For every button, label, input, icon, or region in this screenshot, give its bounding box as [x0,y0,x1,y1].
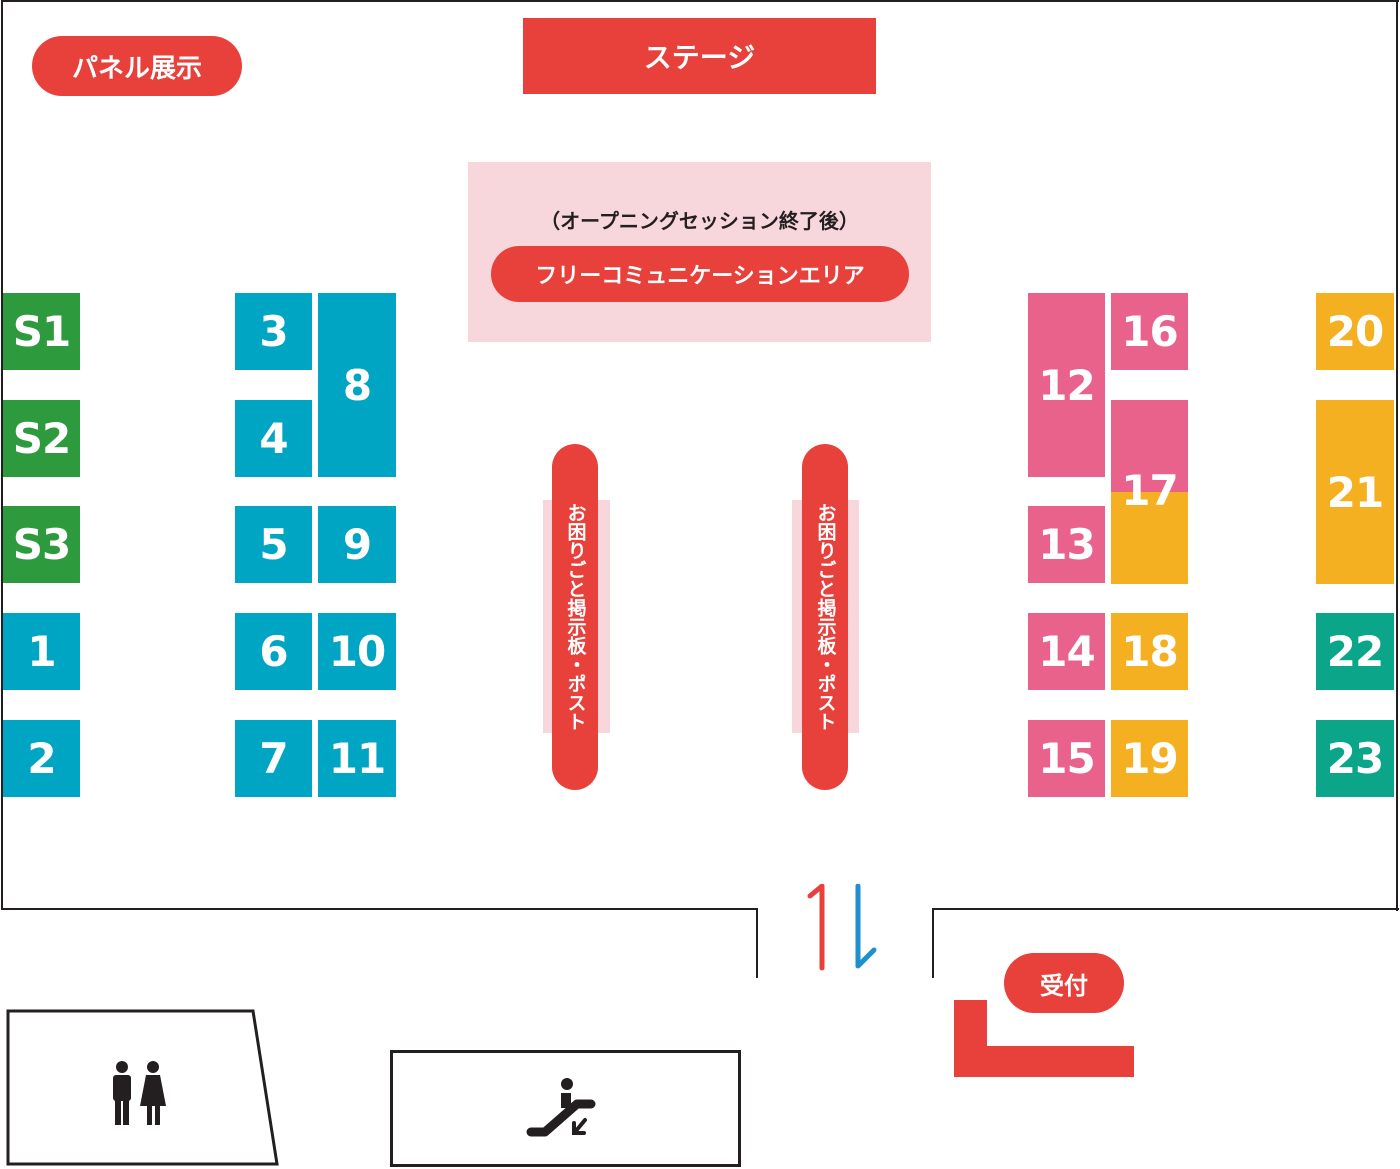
reception-desk-horizontal [954,1046,1134,1077]
hall-wall-bottom-left [1,908,758,910]
stage: ステージ [523,18,876,94]
booth-21[interactable]: 21 [1316,400,1394,584]
free-area-note: （オープニングセッション終了後） [540,209,859,233]
up-down-arrows-icon [807,884,877,971]
hall-wall-bottom-right [932,908,1399,910]
booth-22[interactable]: 22 [1316,613,1394,690]
booth-1[interactable]: 1 [3,613,80,690]
hall-wall-right [1396,0,1398,911]
escalator-icon [526,1078,596,1137]
booth-4[interactable]: 4 [235,400,312,477]
entrance-wall-left [756,908,758,978]
free-area-label: フリーコミュニケーションエリア [491,246,909,302]
booth-S1[interactable]: S1 [3,293,80,370]
booth-2[interactable]: 2 [3,720,80,797]
booth-16[interactable]: 16 [1111,293,1188,370]
booth-17-orange-part [1111,492,1188,584]
booth-23[interactable]: 23 [1316,720,1394,797]
notice-board-right[interactable]: お困りごと掲示板・ポスト [802,444,848,790]
booth-17-pink-part [1111,400,1188,492]
booth-S2[interactable]: S2 [3,400,80,477]
booth-12[interactable]: 12 [1028,293,1105,477]
booth-17[interactable]: 17 [1121,465,1178,515]
booth-9[interactable]: 9 [318,506,396,583]
booth-20[interactable]: 20 [1316,293,1394,370]
hall-wall-top [1,0,1399,2]
booth-8[interactable]: 8 [318,293,396,477]
booth-14[interactable]: 14 [1028,613,1105,690]
restroom-outline [6,1009,279,1166]
booth-15[interactable]: 15 [1028,720,1105,797]
booth-5[interactable]: 5 [235,506,312,583]
notice-board-left[interactable]: お困りごと掲示板・ポスト [552,444,598,790]
hall-wall-left [1,0,3,910]
booth-13[interactable]: 13 [1028,506,1105,583]
panel-exhibit-label: パネル展示 [32,36,242,96]
restroom-icon [113,1061,166,1125]
booth-18[interactable]: 18 [1111,613,1188,690]
escalator-area [390,1050,741,1167]
booth-S3[interactable]: S3 [3,506,80,583]
reception-label: 受付 [1004,953,1124,1013]
booth-11[interactable]: 11 [318,720,396,797]
booth-3[interactable]: 3 [235,293,312,370]
booth-6[interactable]: 6 [235,613,312,690]
booth-10[interactable]: 10 [318,613,396,690]
booth-7[interactable]: 7 [235,720,312,797]
booth-19[interactable]: 19 [1111,720,1188,797]
entrance-wall-right [932,908,934,978]
